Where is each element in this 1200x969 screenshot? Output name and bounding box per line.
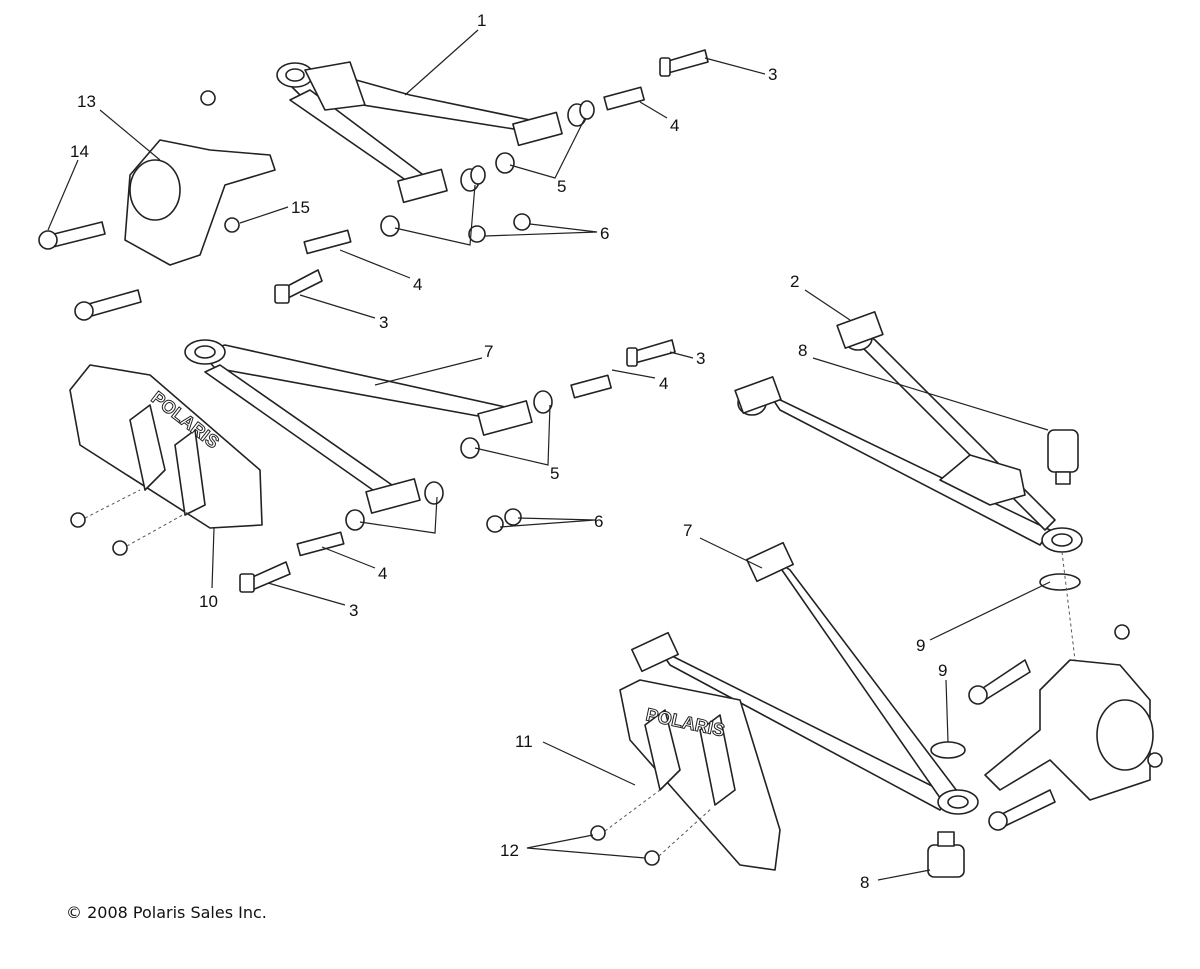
steering-knuckle-right <box>968 624 1163 831</box>
callout-4: 4 <box>378 564 387 583</box>
callout-6: 6 <box>594 512 603 531</box>
callout-7: 7 <box>484 342 493 361</box>
callout-3: 3 <box>379 313 388 332</box>
lower-a-arm-right <box>631 541 979 878</box>
a-arm-guard-right: POLARIS <box>590 679 781 871</box>
callout-8: 8 <box>798 341 807 360</box>
callout-15: 15 <box>291 198 310 217</box>
callout-7: 7 <box>683 521 692 540</box>
callout-14: 14 <box>70 142 89 161</box>
callout-9: 9 <box>916 636 925 655</box>
a-arm-guard-left: POLARIS <box>69 364 263 556</box>
callout-9: 9 <box>938 661 947 680</box>
callout-2: 2 <box>790 272 799 291</box>
callout-1: 1 <box>477 11 486 30</box>
callout-5: 5 <box>557 177 566 196</box>
callout-10: 10 <box>199 592 218 611</box>
upper-a-arm-right <box>734 311 1083 591</box>
bushings-upper <box>274 49 709 304</box>
callouts: 1 3 4 5 6 13 14 15 4 3 7 3 4 5 6 4 3 10 … <box>47 11 1076 892</box>
callout-3: 3 <box>696 349 705 368</box>
steering-knuckle-left <box>38 90 276 321</box>
callout-3: 3 <box>768 65 777 84</box>
copyright-notice: © 2008 Polaris Sales Inc. <box>66 903 267 922</box>
callout-4: 4 <box>659 374 668 393</box>
callout-8: 8 <box>860 873 869 892</box>
callout-4: 4 <box>670 116 679 135</box>
callout-13: 13 <box>77 92 96 111</box>
callout-5: 5 <box>550 464 559 483</box>
callout-3: 3 <box>349 601 358 620</box>
callout-12: 12 <box>500 841 519 860</box>
callout-6: 6 <box>600 224 609 243</box>
lower-a-arm-left <box>184 339 676 593</box>
upper-a-arm-left <box>276 61 563 204</box>
callout-4: 4 <box>413 275 422 294</box>
callout-11: 11 <box>515 732 533 751</box>
